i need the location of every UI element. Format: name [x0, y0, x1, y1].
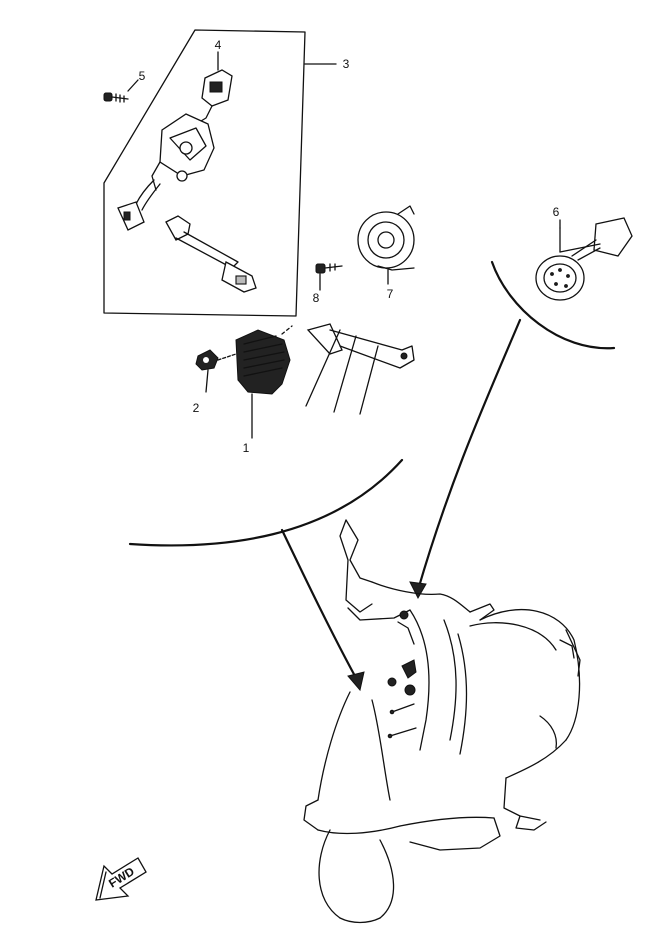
callout-1: 1 [243, 441, 250, 455]
arrow-relay [416, 318, 522, 592]
detail-arc-main [128, 458, 404, 547]
bracket-icon [305, 323, 415, 415]
scooter-frame-outline [303, 519, 581, 924]
rectifier-regulator-icon [235, 329, 291, 439]
callout-5: 5 [139, 69, 146, 83]
screw-8-icon [315, 263, 343, 291]
horn-icon [357, 205, 415, 285]
callout-4: 4 [215, 38, 222, 52]
fwd-arrow-icon [95, 857, 147, 901]
arrow-main [280, 528, 358, 680]
callout-7: 7 [387, 287, 394, 301]
callout-3: 3 [343, 57, 350, 71]
flasher-relay-icon [535, 217, 633, 301]
callout-6: 6 [553, 205, 560, 219]
ignition-switch-set-box [103, 29, 306, 317]
ignition-switch-assembly [117, 69, 257, 293]
detail-arc-relay [490, 260, 616, 350]
bolt-2-icon [195, 349, 237, 393]
callout-2: 2 [193, 401, 200, 415]
screw-5-icon [103, 79, 139, 103]
callout-8: 8 [313, 291, 320, 305]
